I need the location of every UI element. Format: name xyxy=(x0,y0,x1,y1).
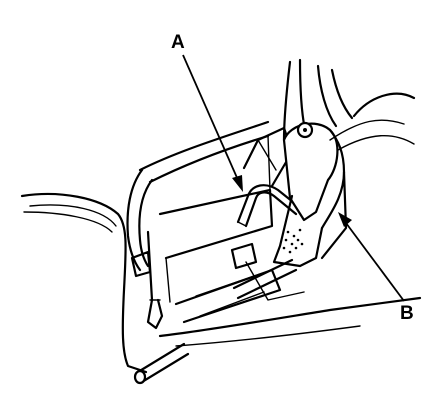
callout-a: A xyxy=(171,32,243,192)
mounting-bracket xyxy=(138,120,305,324)
callout-label-a: A xyxy=(171,32,185,53)
leader-line-b xyxy=(345,222,405,302)
callout-label-b: B xyxy=(400,303,414,324)
callout-b: B xyxy=(338,212,414,324)
pin-part-a xyxy=(236,184,300,228)
arrowhead-b xyxy=(338,212,352,227)
rod xyxy=(133,258,298,385)
grip-texture xyxy=(282,228,304,254)
body-panel xyxy=(20,192,422,374)
arrowhead-a xyxy=(232,175,243,192)
cable xyxy=(126,168,164,330)
leader-line-a xyxy=(182,54,239,181)
pliers-tool-b xyxy=(272,58,416,268)
